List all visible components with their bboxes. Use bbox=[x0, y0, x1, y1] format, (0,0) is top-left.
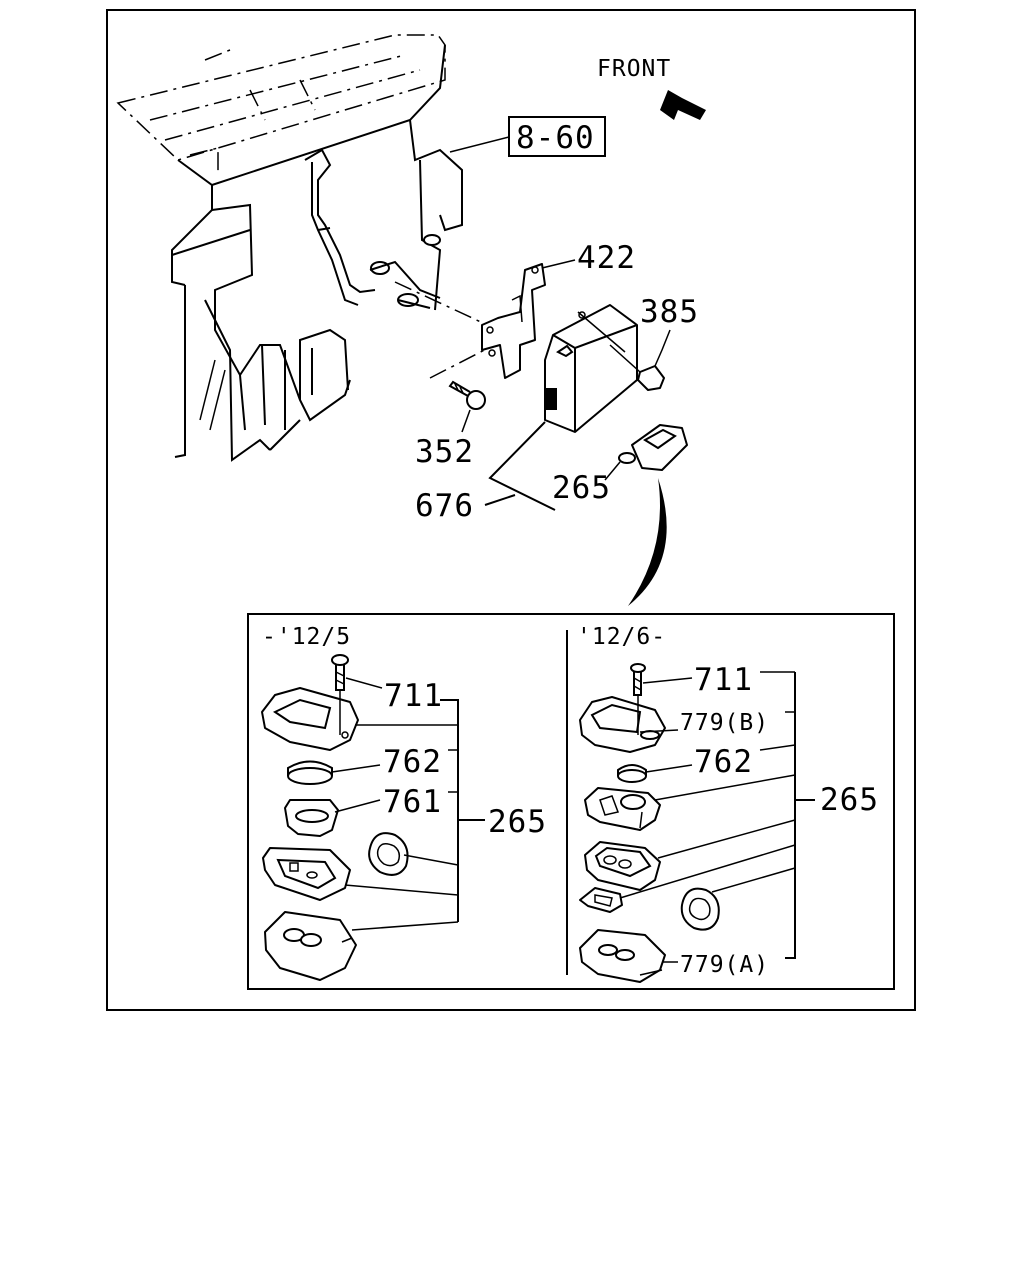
left-case-middle bbox=[262, 847, 351, 901]
right-case-bottom-label: 779(A) bbox=[680, 952, 769, 978]
control-module-676 bbox=[544, 304, 638, 433]
bracket-422 bbox=[481, 263, 546, 379]
detail-panel bbox=[247, 613, 895, 990]
left-battery-holder-761 bbox=[284, 799, 339, 837]
right-panel-header: '12/6- bbox=[577, 624, 666, 650]
right-case-middle bbox=[584, 841, 661, 891]
hvac-housing bbox=[116, 34, 463, 462]
right-case-top-label: 779(B) bbox=[680, 710, 769, 736]
reference-label: 8-60 bbox=[516, 120, 595, 156]
right-screw-label: 711 bbox=[694, 662, 753, 698]
bolt-label: 385 bbox=[640, 294, 699, 330]
key-fob-label: 265 bbox=[552, 470, 611, 506]
right-assembly-label: 265 bbox=[820, 782, 879, 818]
left-assembly-label: 265 bbox=[488, 804, 547, 840]
left-panel-header: -'12/5 bbox=[262, 624, 351, 650]
left-gasket bbox=[368, 832, 409, 876]
left-screw-711 bbox=[331, 654, 349, 691]
detail-pointer-arrow bbox=[628, 478, 667, 606]
diagram-frame bbox=[106, 9, 916, 1011]
right-gasket bbox=[680, 887, 720, 931]
screw-label: 352 bbox=[415, 434, 474, 470]
left-battery-label: 762 bbox=[383, 744, 442, 780]
left-battery-holder-label: 761 bbox=[383, 784, 442, 820]
right-case-top-779b bbox=[579, 695, 666, 753]
front-label: FRONT bbox=[597, 56, 671, 82]
right-case-bottom-779a bbox=[579, 929, 666, 983]
left-case-top bbox=[261, 687, 359, 751]
right-clip bbox=[579, 887, 623, 913]
left-battery-762 bbox=[287, 760, 333, 785]
right-battery-762 bbox=[617, 764, 647, 783]
front-arrow-icon bbox=[660, 90, 706, 120]
left-screw-label: 711 bbox=[384, 678, 443, 714]
left-case-bottom bbox=[264, 911, 357, 981]
reference-box bbox=[508, 116, 606, 157]
key-fob-265 bbox=[618, 424, 688, 471]
module-label: 676 bbox=[415, 488, 474, 524]
screw-352 bbox=[448, 380, 486, 410]
bracket-label: 422 bbox=[577, 240, 636, 276]
right-battery-holder bbox=[584, 787, 661, 831]
right-battery-label: 762 bbox=[694, 744, 753, 780]
